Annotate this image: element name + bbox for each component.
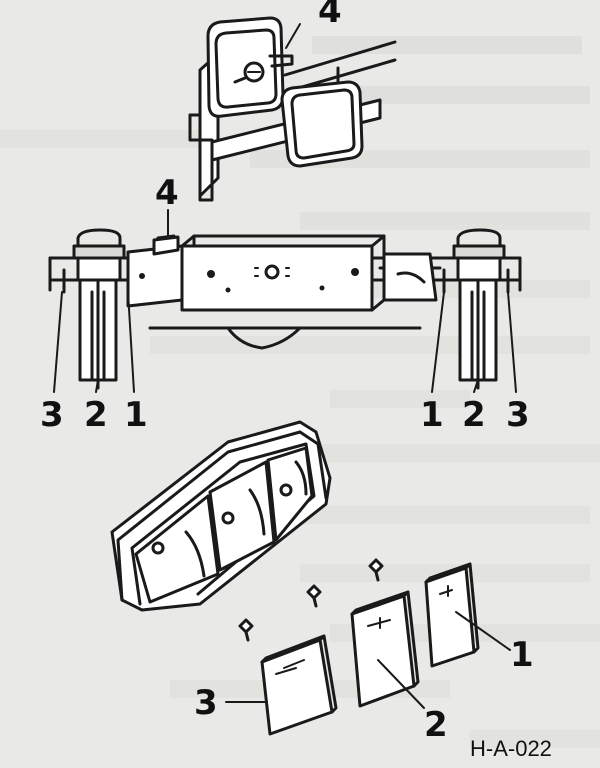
callout-left-3: 3 <box>40 395 64 435</box>
callout-right-3: 3 <box>506 395 530 435</box>
figure-code: H-A-022 <box>470 736 552 761</box>
callout-bottom-3: 3 <box>194 683 218 723</box>
callout-left-1: 1 <box>124 395 148 435</box>
lamp-housing <box>110 420 332 612</box>
bottom-leader-lines <box>225 611 511 709</box>
callout-top-4: 4 <box>318 0 342 31</box>
callout-bottom-1: 1 <box>510 635 534 675</box>
callout-left-2: 2 <box>84 395 108 435</box>
mid-leader-lines <box>53 23 517 393</box>
callout-right-2: 2 <box>462 395 486 435</box>
lens-2 <box>350 590 420 708</box>
lens-1 <box>424 562 480 668</box>
light-bar-assembly <box>48 228 522 390</box>
callout-bottom-2: 2 <box>424 705 448 745</box>
lens-screws <box>238 558 384 642</box>
lens-3 <box>260 634 338 736</box>
callout-right-1: 1 <box>420 395 444 435</box>
callout-mid-4: 4 <box>155 173 179 213</box>
top-bracket-assembly <box>188 16 397 202</box>
